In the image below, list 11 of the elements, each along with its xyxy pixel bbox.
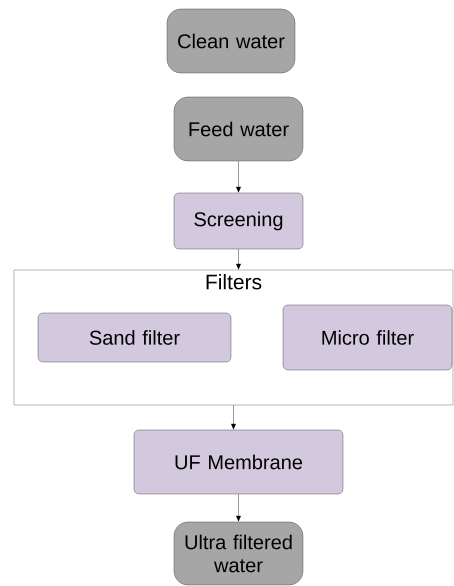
process-box: UF Membrane	[134, 430, 344, 494]
process-box: Screening	[174, 192, 304, 250]
terminal-box: Ultra filtered water	[174, 522, 304, 586]
process-box: Micro filter	[282, 304, 452, 370]
terminal-box: Feed water	[174, 96, 304, 162]
terminal-box: Clean water	[166, 8, 296, 74]
process-box: Sand filter	[38, 312, 232, 362]
arrow	[236, 494, 241, 522]
arrow	[231, 405, 236, 430]
arrow	[236, 249, 241, 270]
arrow	[236, 161, 241, 192]
